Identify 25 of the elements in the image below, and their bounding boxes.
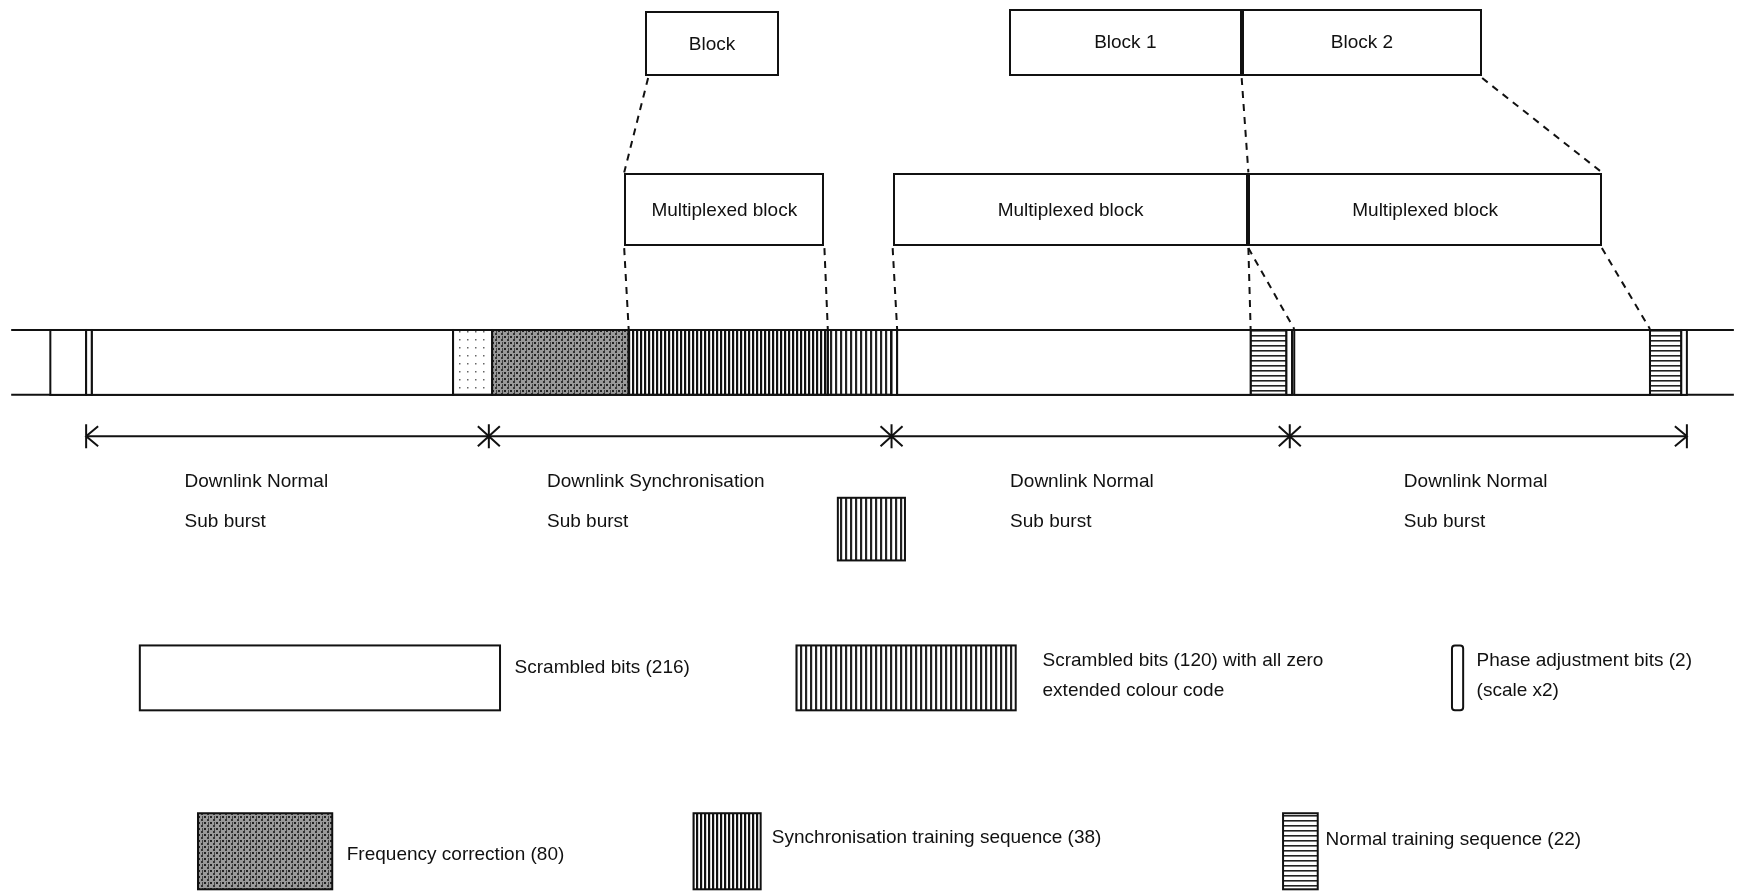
- burst-segment: [896, 329, 1252, 396]
- burst-segment: [1293, 329, 1651, 396]
- burst-segment: [627, 329, 829, 396]
- projection-line: [891, 247, 1252, 330]
- sub-burst-label: Downlink Normal Sub burst: [1403, 468, 1549, 533]
- projection-line: [1247, 247, 1651, 330]
- legend-label: Scrambled bits (216): [514, 655, 691, 680]
- projection-line: [623, 247, 829, 330]
- sub-burst-label: Downlink Normal Sub burst: [1010, 468, 1155, 533]
- legend-label: Synchronisation training sequence (38): [771, 825, 1103, 850]
- block-box: Block: [645, 11, 779, 77]
- block-box: Multiplexed block: [1248, 173, 1602, 247]
- legend-label: Scrambled bits (120) with all zero extended colour code: [1042, 648, 1325, 703]
- projection-line: [1240, 77, 1250, 174]
- legend-label: Frequency correction (80): [346, 841, 566, 866]
- projection-line: [1481, 77, 1603, 174]
- block-box: Multiplexed block: [892, 173, 1249, 247]
- block-box: Block 2: [1241, 8, 1483, 77]
- sub-burst-label: Downlink Synchronisation Sub burst: [547, 468, 766, 533]
- projection-line: [623, 77, 650, 174]
- block-box: Multiplexed block: [624, 173, 825, 247]
- legend-label: Normal training sequence (22): [1325, 827, 1583, 852]
- sub-burst-label: Downlink Normal Sub burst: [184, 468, 330, 533]
- legend-label: Phase adjustment bits (2) (scale x2): [1476, 648, 1694, 703]
- block-box: Block 1: [1009, 8, 1242, 77]
